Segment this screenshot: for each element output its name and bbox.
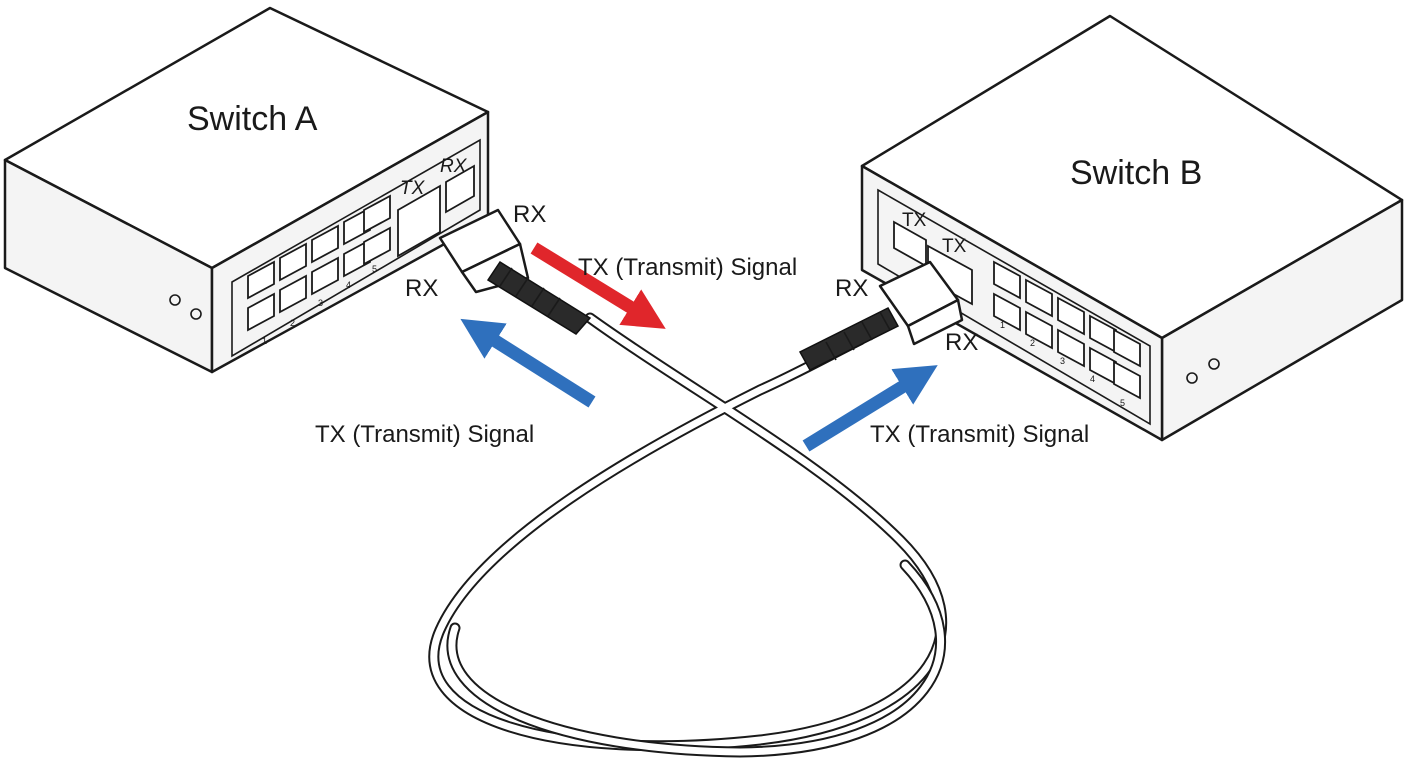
switch-b: 1 2 3 4 5 Switch B TX TX bbox=[860, 14, 1404, 442]
switch-a: 1 2 3 4 5 Switch A TX RX bbox=[3, 6, 490, 374]
switch-a-title: Switch A bbox=[187, 100, 318, 138]
blue-signal-left-label: TX (Transmit) Signal bbox=[315, 421, 534, 448]
port-number-4: 4 bbox=[1090, 374, 1095, 384]
blue-signal-arrow-left bbox=[460, 318, 596, 408]
switch-a-sfp-rx-label-top: RX bbox=[513, 201, 546, 228]
port-number-4: 4 bbox=[346, 280, 351, 290]
port-number-5: 5 bbox=[1120, 398, 1125, 408]
switch-a-port-grid bbox=[247, 194, 391, 332]
switch-a-sfp-cage bbox=[397, 184, 441, 258]
screw-icon bbox=[1186, 372, 1198, 384]
switch-a-rj45-uplink bbox=[445, 164, 475, 214]
switch-b-title: Switch B bbox=[1070, 154, 1202, 192]
port-number-2: 2 bbox=[290, 318, 295, 328]
port-number-1: 1 bbox=[1000, 320, 1005, 330]
switch-a-fiber-connector bbox=[438, 208, 592, 335]
switch-b-fiber-connector bbox=[798, 260, 964, 371]
port-number-1: 1 bbox=[262, 336, 267, 346]
red-signal-label: TX (Transmit) Signal bbox=[578, 254, 797, 281]
blue-signal-arrow-right bbox=[802, 365, 938, 452]
switch-b-port-grid bbox=[993, 260, 1141, 400]
switch-a-port-tx-label: TX bbox=[400, 178, 426, 199]
switch-b-sfp-tx-label: TX bbox=[942, 236, 967, 257]
screw-icon bbox=[1208, 358, 1220, 370]
red-signal-arrow bbox=[530, 242, 666, 329]
port-number-3: 3 bbox=[1060, 356, 1065, 366]
switch-b-sfp-rx-label-left: RX bbox=[835, 275, 868, 302]
switch-a-sfp-rx-label-bottom: RX bbox=[405, 275, 438, 302]
switch-a-port-rx-label: RX bbox=[440, 156, 468, 177]
port-number-2: 2 bbox=[1030, 338, 1035, 348]
port-number-3: 3 bbox=[318, 298, 323, 308]
fiber-cable bbox=[428, 312, 947, 758]
switch-b-sfp-rx-label-bottom: RX bbox=[945, 329, 978, 356]
port-number-5: 5 bbox=[372, 264, 377, 274]
blue-signal-right-label: TX (Transmit) Signal bbox=[870, 421, 1089, 448]
screw-icon bbox=[169, 294, 181, 306]
screw-icon bbox=[190, 308, 202, 320]
switch-b-port-tx-label: TX bbox=[902, 210, 927, 231]
